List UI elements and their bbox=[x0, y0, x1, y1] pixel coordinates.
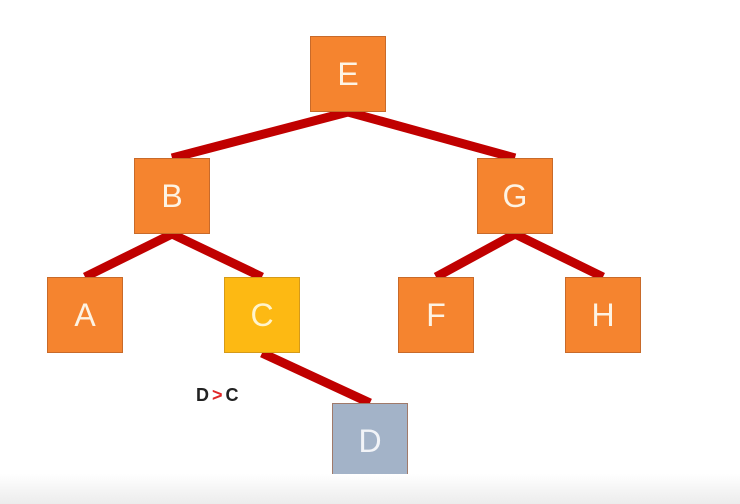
node-d: D bbox=[332, 403, 408, 479]
node-f: F bbox=[398, 277, 474, 353]
node-a-label: A bbox=[74, 296, 96, 333]
edge-e-g bbox=[346, 107, 517, 163]
edge-g-h bbox=[513, 229, 605, 282]
node-b-label: B bbox=[161, 177, 183, 214]
node-d-label: D bbox=[358, 422, 382, 459]
edge-c-d bbox=[260, 348, 372, 408]
node-e: E bbox=[310, 36, 386, 112]
edge-b-a bbox=[83, 229, 174, 282]
node-f-label: F bbox=[426, 296, 446, 333]
node-h: H bbox=[565, 277, 641, 353]
comparison-left: D bbox=[196, 385, 210, 405]
comparison-right: C bbox=[225, 385, 240, 405]
node-e-label: E bbox=[337, 55, 359, 92]
node-h-label: H bbox=[591, 296, 615, 333]
edge-e-b bbox=[170, 107, 350, 163]
comparison-annotation: D>C bbox=[196, 385, 240, 406]
node-a: A bbox=[47, 277, 123, 353]
comparison-operator: > bbox=[212, 385, 224, 405]
bottom-fade bbox=[0, 474, 740, 504]
node-g-label: G bbox=[502, 177, 528, 214]
edge-b-c bbox=[170, 229, 264, 282]
edge-g-f bbox=[433, 230, 518, 281]
node-g: G bbox=[477, 158, 553, 234]
node-c-label: C bbox=[250, 296, 274, 333]
node-b: B bbox=[134, 158, 210, 234]
node-c: C bbox=[224, 277, 300, 353]
